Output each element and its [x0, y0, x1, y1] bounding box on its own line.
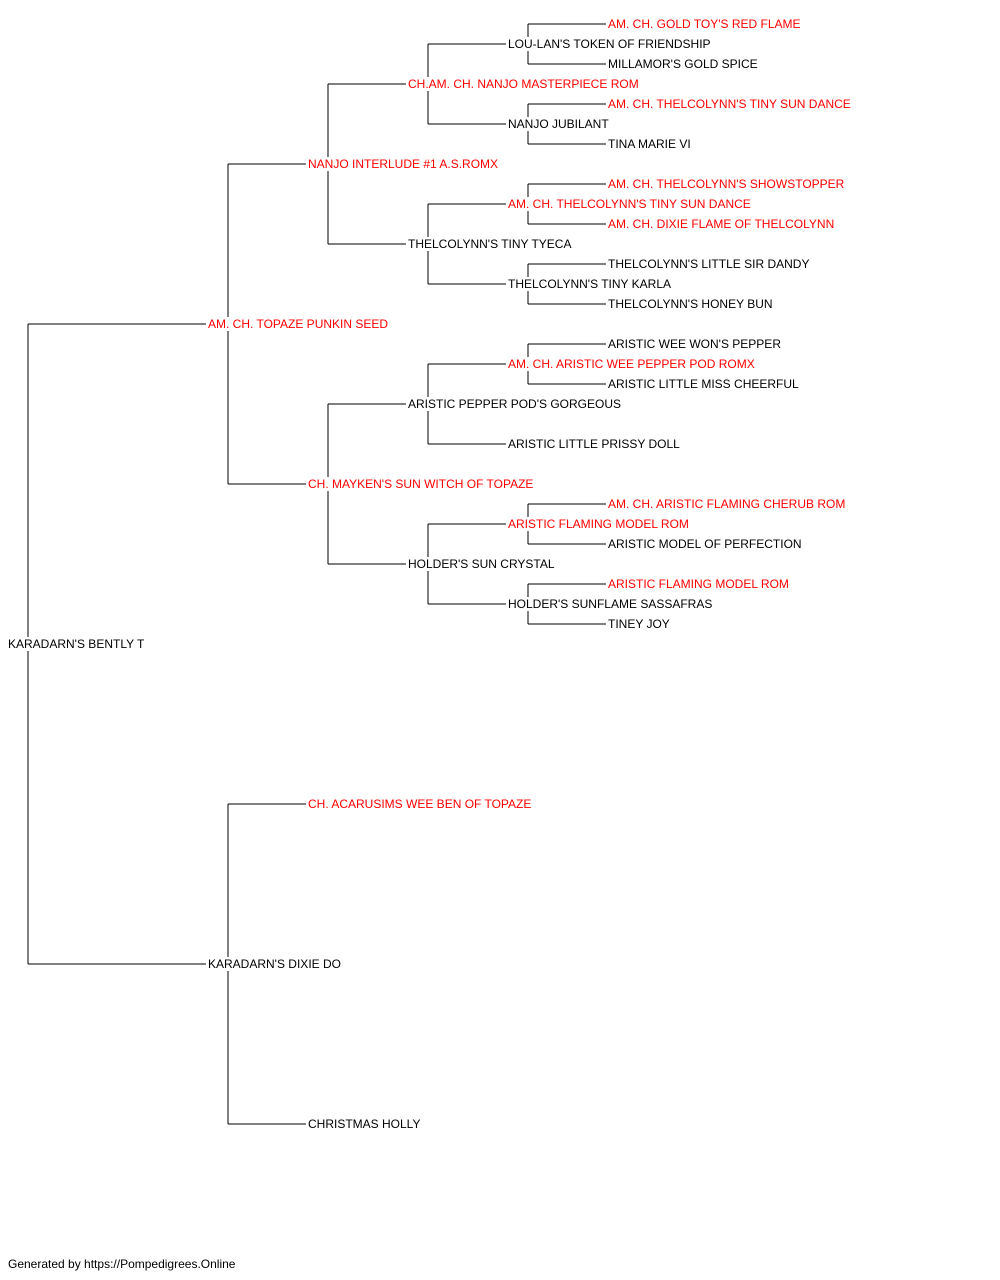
ancestor-sire-dam-dam-sire: ARISTIC FLAMING MODEL ROM: [506, 517, 691, 531]
ancestor-sire-sire: NANJO INTERLUDE #1 A.S.ROMX: [306, 157, 501, 171]
ancestor-sire-sire-sire: CH.AM. CH. NANJO MASTERPIECE ROM: [406, 77, 641, 91]
ancestor-sire-dam-sire-sire-dam: ARISTIC LITTLE MISS CHEERFUL: [606, 377, 801, 391]
subject-dog: KARADARN'S BENTLY T: [6, 637, 147, 651]
ancestor-sire-dam: CH. MAYKEN'S SUN WITCH OF TOPAZE: [306, 477, 536, 491]
ancestor-sire-sire-dam-sire-dam: AM. CH. DIXIE FLAME OF THELCOLYNN: [606, 217, 837, 231]
ancestor-sire-sire-sire-sire: LOU-LAN'S TOKEN OF FRIENDSHIP: [506, 37, 713, 51]
ancestor-sire-sire-dam-dam: THELCOLYNN'S TINY KARLA: [506, 277, 674, 291]
ancestor-sire-dam-sire-sire-sire: ARISTIC WEE WON'S PEPPER: [606, 337, 783, 351]
ancestor-dam-dam: CHRISTMAS HOLLY: [306, 1117, 423, 1131]
ancestor-sire-dam-dam-dam: HOLDER'S SUNFLAME SASSAFRAS: [506, 597, 715, 611]
ancestor-sire-sire-dam: THELCOLYNN'S TINY TYECA: [406, 237, 574, 251]
ancestor-sire-sire-sire-dam-sire: AM. CH. THELCOLYNN'S TINY SUN DANCE: [606, 97, 853, 111]
ancestor-sire-sire-sire-sire-sire: AM. CH. GOLD TOY'S RED FLAME: [606, 17, 803, 31]
ancestor-sire-dam-sire-sire: AM. CH. ARISTIC WEE PEPPER POD ROMX: [506, 357, 757, 371]
footer-credit: Generated by https://Pompedigrees.Online: [8, 1257, 236, 1271]
ancestor-dam: KARADARN'S DIXIE DO: [206, 957, 343, 971]
ancestor-sire-dam-sire-dam: ARISTIC LITTLE PRISSY DOLL: [506, 437, 682, 451]
ancestor-sire-sire-sire-dam-dam: TINA MARIE VI: [606, 137, 693, 151]
ancestor-sire-sire-dam-sire-sire: AM. CH. THELCOLYNN'S SHOWSTOPPER: [606, 177, 847, 191]
ancestor-dam-sire: CH. ACARUSIMS WEE BEN OF TOPAZE: [306, 797, 534, 811]
ancestor-sire-sire-dam-sire: AM. CH. THELCOLYNN'S TINY SUN DANCE: [506, 197, 753, 211]
ancestor-sire-dam-dam: HOLDER'S SUN CRYSTAL: [406, 557, 557, 571]
ancestor-sire-dam-dam-dam-dam: TINEY JOY: [606, 617, 672, 631]
ancestor-sire-sire-sire-sire-dam: MILLAMOR'S GOLD SPICE: [606, 57, 760, 71]
ancestor-sire-dam-dam-dam-sire: ARISTIC FLAMING MODEL ROM: [606, 577, 791, 591]
ancestor-sire-sire-sire-dam: NANJO JUBILANT: [506, 117, 611, 131]
ancestor-sire-dam-sire: ARISTIC PEPPER POD'S GORGEOUS: [406, 397, 623, 411]
ancestor-sire-sire-dam-dam-dam: THELCOLYNN'S HONEY BUN: [606, 297, 775, 311]
ancestor-sire-dam-dam-sire-sire: AM. CH. ARISTIC FLAMING CHERUB ROM: [606, 497, 848, 511]
ancestor-sire-sire-dam-dam-sire: THELCOLYNN'S LITTLE SIR DANDY: [606, 257, 812, 271]
ancestor-sire-dam-dam-sire-dam: ARISTIC MODEL OF PERFECTION: [606, 537, 804, 551]
ancestor-sire: AM. CH. TOPAZE PUNKIN SEED: [206, 317, 391, 331]
